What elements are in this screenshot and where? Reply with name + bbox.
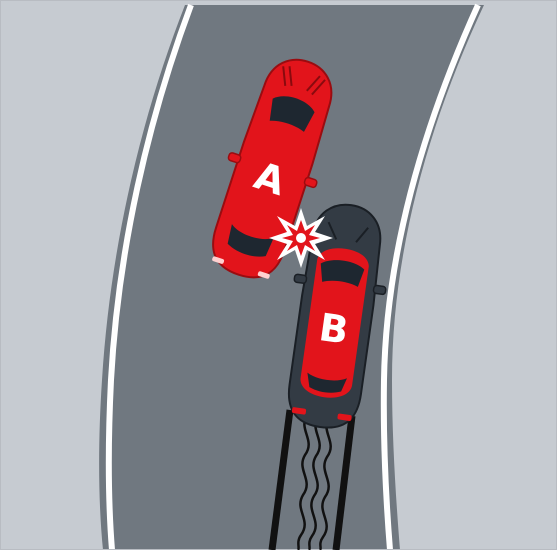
- car-b-label: B: [316, 305, 351, 353]
- collision-star-icon: [269, 208, 333, 268]
